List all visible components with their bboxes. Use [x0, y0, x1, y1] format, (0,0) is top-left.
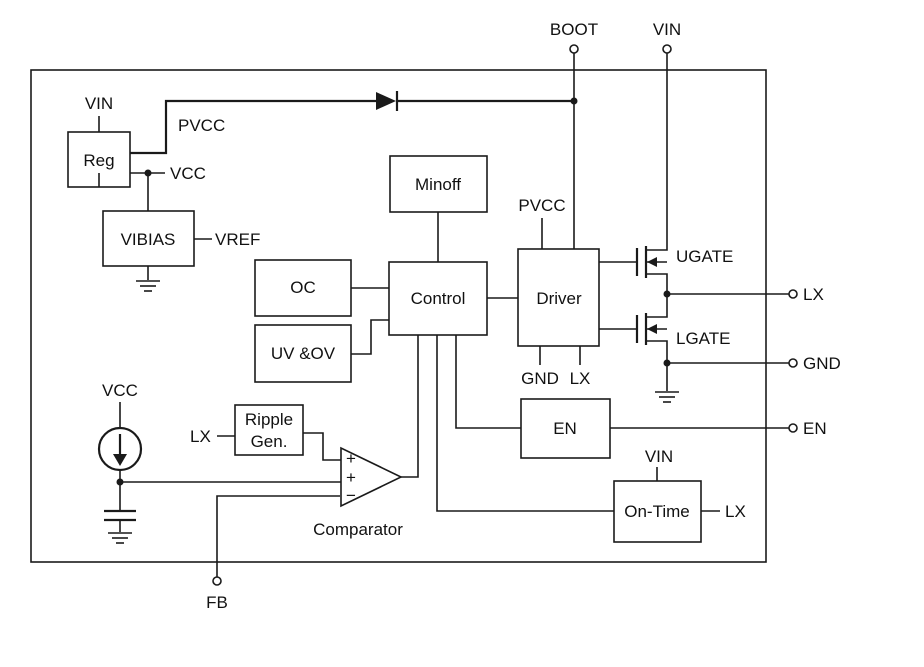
chip-outline	[30, 69, 767, 563]
gnd-pin-label: GND	[803, 354, 841, 373]
vcc-label: VCC	[170, 164, 206, 183]
en-pin-label: EN	[803, 419, 827, 438]
comparator-icon	[340, 446, 403, 508]
gnd-pin[interactable]: GND	[663, 354, 841, 373]
ripple-gen-label-1: Ripple	[245, 410, 293, 429]
comp-plus2-label: +	[346, 468, 356, 487]
driver-pvcc-label: PVCC	[518, 196, 565, 215]
fb-pin-label: FB	[206, 593, 228, 612]
minoff-block	[389, 155, 488, 213]
uvov-block-label: UV &OV	[271, 344, 336, 363]
en-pin[interactable]: EN	[610, 419, 827, 438]
ontime-block-label: On-Time	[624, 502, 690, 521]
uvov-block	[254, 324, 352, 383]
control-block-label: Control	[411, 289, 466, 308]
reg-vin-label: VIN	[85, 94, 113, 113]
vcc-source-label: VCC	[102, 381, 138, 400]
current-source-icon	[97, 426, 143, 472]
reg-block-label: Reg	[83, 151, 114, 170]
low-side-mosfet-icon	[599, 294, 668, 391]
vin-pin[interactable]: VIN	[653, 20, 681, 70]
capacitor-icon	[104, 509, 136, 522]
boot-diode-icon	[376, 91, 399, 111]
ripple-lx-label: LX	[190, 427, 211, 446]
vibias-block-label: VIBIAS	[121, 230, 176, 249]
boot-pin-label: BOOT	[550, 20, 598, 39]
fb-pin[interactable]: FB	[206, 495, 340, 612]
ground-icon	[136, 280, 160, 292]
ontime-lx-label: LX	[725, 502, 746, 521]
vin-pin-label: VIN	[653, 20, 681, 39]
ripple-gen-block	[234, 404, 304, 456]
lx-pin-label: LX	[803, 285, 824, 304]
boot-pin[interactable]: BOOT	[550, 20, 598, 100]
oc-block-label: OC	[290, 278, 316, 297]
pvcc-label: PVCC	[178, 116, 225, 135]
driver-block-label: Driver	[536, 289, 582, 308]
driver-lx-label: LX	[570, 369, 591, 388]
comp-minus-label: −	[346, 486, 356, 505]
ground-icon	[655, 391, 679, 403]
ontime-vin-label: VIN	[645, 447, 673, 466]
ground-icon	[108, 532, 132, 544]
vref-label: VREF	[215, 230, 260, 249]
comp-plus1-label: +	[346, 449, 356, 468]
ugate-label: UGATE	[676, 247, 733, 266]
driver-block	[517, 248, 600, 347]
vibias-block	[102, 210, 195, 267]
ripple-gen-label-2: Gen.	[251, 432, 288, 451]
lgate-label: LGATE	[676, 329, 730, 348]
high-side-mosfet-icon	[599, 70, 668, 294]
driver-gnd-label: GND	[521, 369, 559, 388]
lx-pin[interactable]: LX	[663, 285, 824, 304]
comparator-label: Comparator	[313, 520, 403, 539]
minoff-block-label: Minoff	[415, 175, 461, 194]
control-block	[388, 261, 488, 336]
en-block-label: EN	[553, 419, 577, 438]
